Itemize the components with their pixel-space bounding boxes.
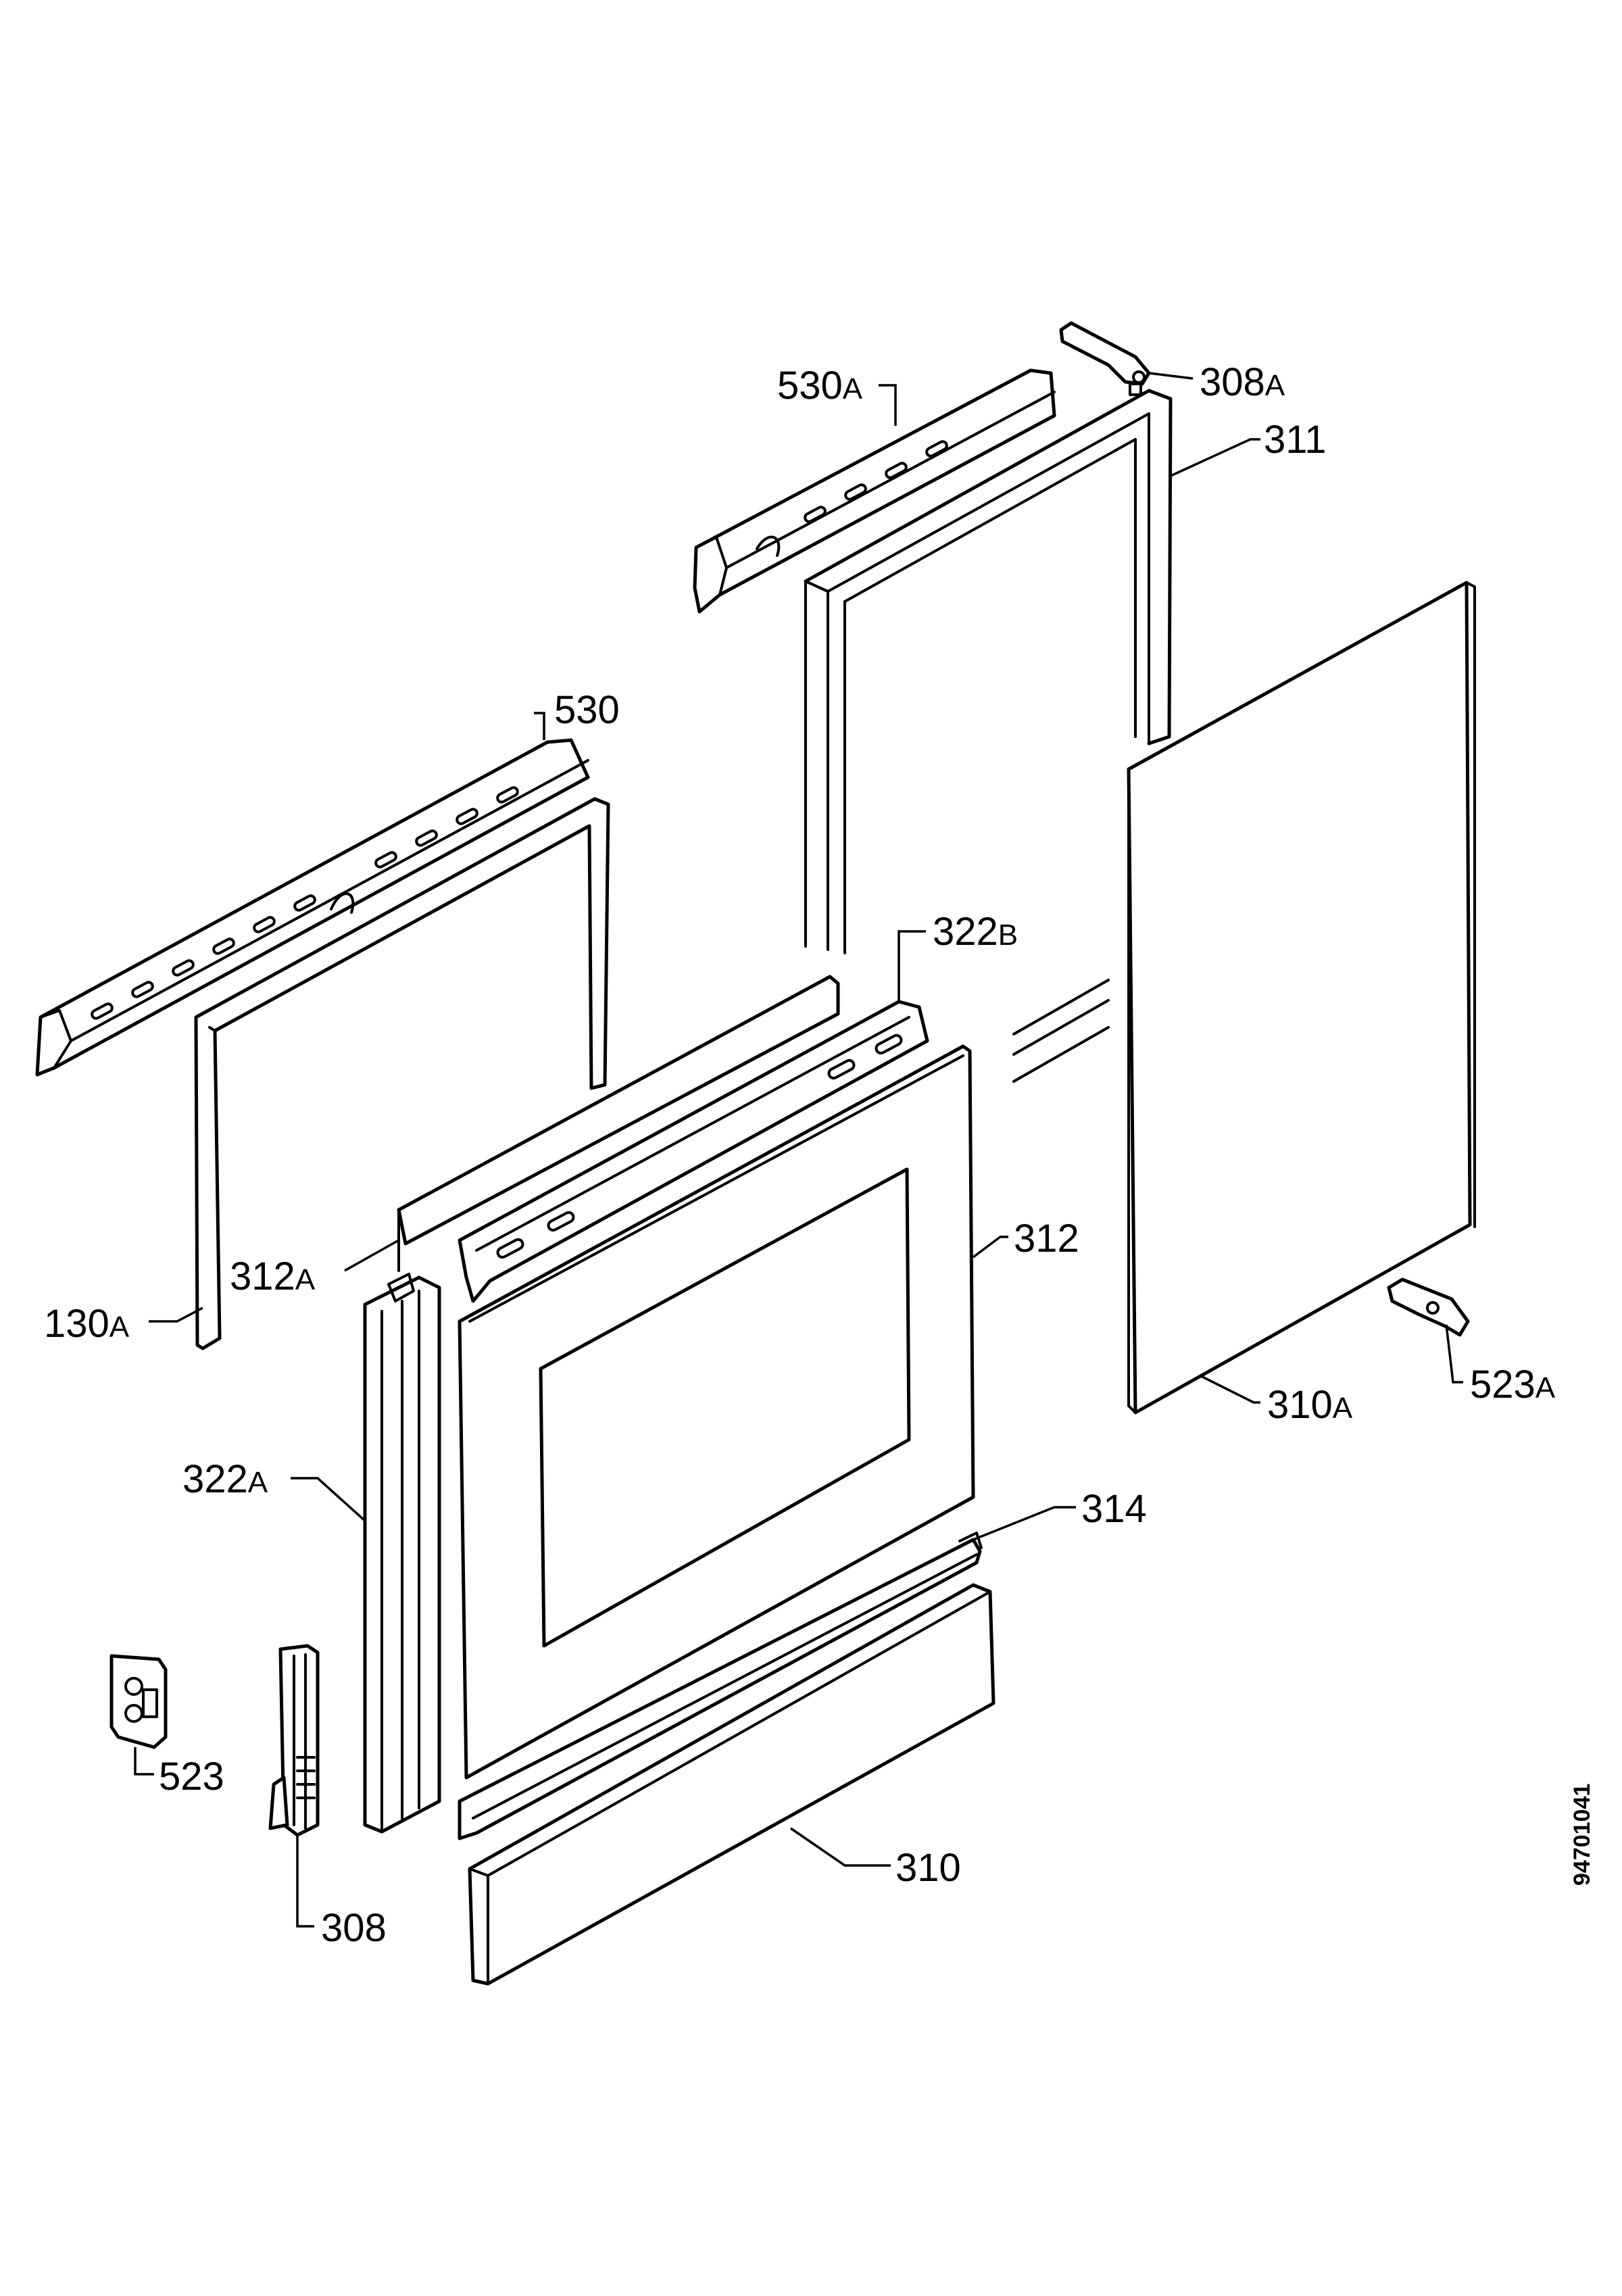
- label-311: 311: [1264, 418, 1326, 462]
- leader-530: [534, 712, 545, 740]
- label-314: 314: [1081, 1487, 1147, 1531]
- leader-310: [790, 1827, 891, 1867]
- leader-312: [972, 1236, 1008, 1259]
- label-530: 530: [554, 688, 620, 732]
- part-310-panel: [468, 1583, 996, 1986]
- part-523-bracket: [109, 1654, 168, 1749]
- label-312: 312: [1014, 1217, 1079, 1261]
- label-523: 523: [159, 1755, 224, 1799]
- part-310a-glass: [1127, 581, 1476, 1415]
- part-308-hinge: [268, 1644, 320, 1837]
- leader-523a: [1445, 1324, 1463, 1384]
- part-labels: 530A 308A 311 530 322B 312A 312 130A 523…: [44, 360, 1556, 1950]
- label-310: 310: [895, 1846, 961, 1890]
- part-308a-hinge: [1059, 321, 1151, 396]
- part-322a-trim: [363, 1273, 441, 1834]
- part-130a-gasket: [194, 797, 610, 1350]
- document-number: 94701041: [1569, 1784, 1595, 1886]
- leader-312a: [344, 1239, 399, 1272]
- part-312-door-glass: [458, 1044, 975, 1780]
- part-530-rail: [35, 738, 590, 1077]
- part-530a-slots: [804, 440, 948, 523]
- leader-308a: [1148, 372, 1194, 380]
- leader-314: [973, 1506, 1076, 1541]
- label-523a: 523A: [1470, 1363, 1556, 1407]
- label-308: 308: [321, 1906, 387, 1950]
- leader-lines: [134, 372, 1463, 1928]
- part-311-frame: [804, 389, 1173, 1083]
- label-322a: 322A: [182, 1457, 268, 1501]
- part-530-slots: [91, 786, 519, 1020]
- label-310a: 310A: [1267, 1383, 1353, 1427]
- leader-322a: [291, 1477, 366, 1522]
- part-322b-trim: [458, 1000, 929, 1303]
- label-130a: 130A: [44, 1302, 130, 1346]
- label-322b: 322B: [933, 910, 1018, 954]
- part-530a-rail: [693, 368, 1056, 614]
- leader-130a: [149, 1306, 203, 1323]
- part-523a-bracket: [1387, 1277, 1470, 1337]
- leader-308: [296, 1835, 314, 1928]
- leader-523: [134, 1747, 154, 1776]
- leader-322b: [898, 930, 926, 1002]
- leader-530a: [879, 384, 897, 426]
- label-308a: 308A: [1200, 360, 1285, 404]
- label-530a: 530A: [777, 364, 863, 408]
- label-312a: 312A: [230, 1254, 316, 1298]
- leader-310a: [1199, 1374, 1260, 1404]
- leader-311: [1169, 438, 1260, 478]
